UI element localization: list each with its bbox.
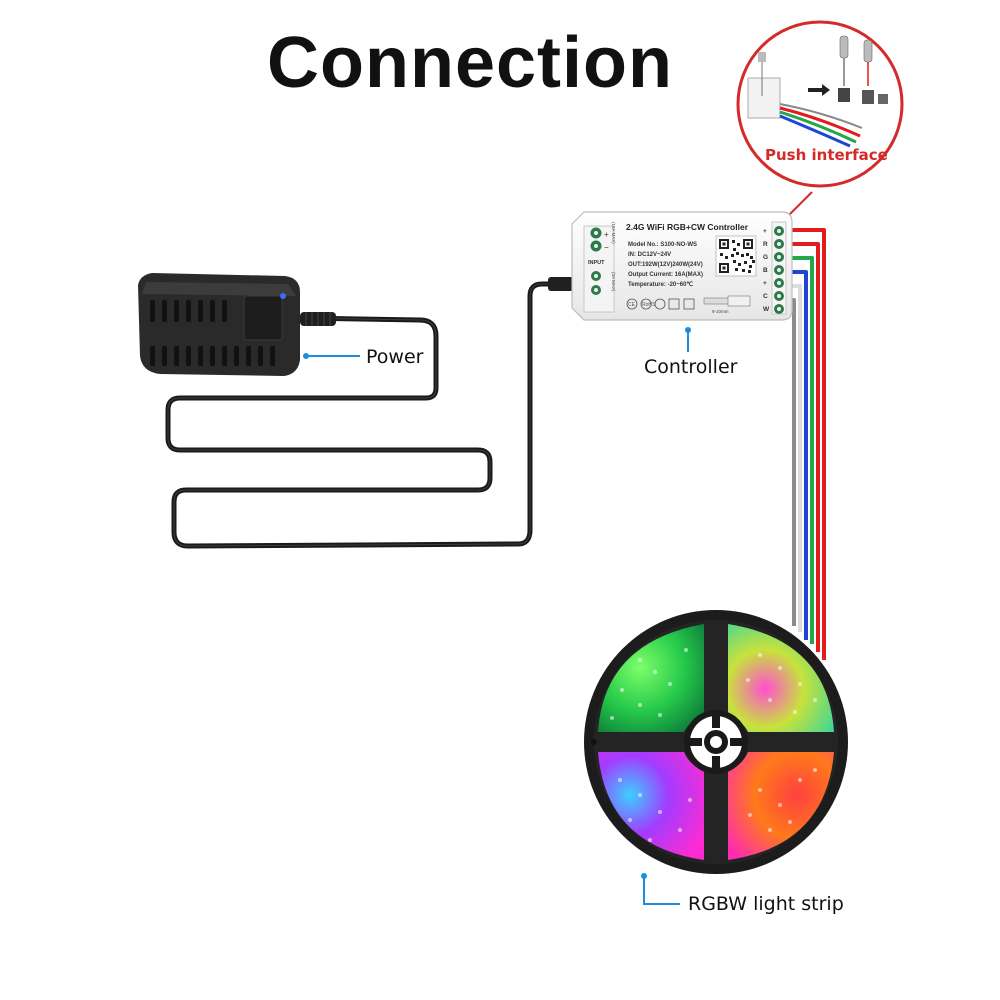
push-interface-callout <box>736 20 904 215</box>
wire-blue <box>786 270 808 640</box>
qr-code <box>715 235 757 277</box>
push-interface-label: Push interface <box>765 146 888 164</box>
wire-red-2 <box>786 242 820 652</box>
svg-text:CE: CE <box>628 302 636 308</box>
spec-output: OUT:192W(12V)240W(24V) <box>628 262 703 268</box>
spec-temperature: Temperature: -20~60℃ <box>628 281 693 288</box>
terminal-label-r: R <box>763 241 768 248</box>
terminal-label-b: B <box>763 267 768 274</box>
input-label: INPUT <box>588 260 605 266</box>
controller-label: Controller <box>644 356 738 378</box>
certification-icons <box>626 298 695 310</box>
output-terminals <box>774 226 784 314</box>
led-strip-reel <box>584 610 848 874</box>
svg-text:−: − <box>604 243 609 252</box>
led-segment-top-right <box>728 624 834 732</box>
svg-text:+: + <box>604 230 609 239</box>
spec-model: Model No.: S100-NO-WS <box>628 242 697 248</box>
power-adapter <box>138 273 336 376</box>
led-segment-bottom-left <box>598 752 704 860</box>
wire-green <box>786 256 814 644</box>
wire-red <box>786 228 826 660</box>
input-rating-2: (3A MAX) <box>611 272 616 292</box>
power-led-indicator <box>280 293 286 299</box>
spec-input: IN: DC12V~24V <box>628 252 671 258</box>
wire-black <box>786 298 796 626</box>
input-rating: (16A MAX) <box>611 222 616 244</box>
terminal-label-plus-2: + <box>763 280 767 287</box>
page-title: Connection <box>267 23 673 103</box>
dc-plug <box>548 277 578 291</box>
arrow-right-icon <box>808 84 830 96</box>
terminal-label-g: G <box>763 254 768 261</box>
light-strip-label: RGBW light strip <box>688 893 844 915</box>
power-label: Power <box>366 346 424 368</box>
svg-text:RoHS: RoHS <box>642 302 656 308</box>
terminal-label-c: C <box>763 293 768 300</box>
spec-current: Output Current: 16A(MAX) <box>628 272 703 278</box>
strip-length: 9-10mm <box>712 309 729 314</box>
leader-lines <box>306 330 689 905</box>
controller-name: 2.4G WiFi RGB+CW Controller <box>626 222 749 232</box>
leader-strip <box>643 876 680 905</box>
screwdriver-icon-2 <box>862 39 888 104</box>
led-segment-top-left <box>598 624 704 732</box>
terminal-label-w: W <box>763 306 770 313</box>
terminal-label-plus: + <box>763 228 767 235</box>
screwdriver-icon <box>838 35 850 102</box>
controller-box: + − INPUT (16A MAX) (3A MAX) 2.4G WiFi R… <box>571 211 793 321</box>
